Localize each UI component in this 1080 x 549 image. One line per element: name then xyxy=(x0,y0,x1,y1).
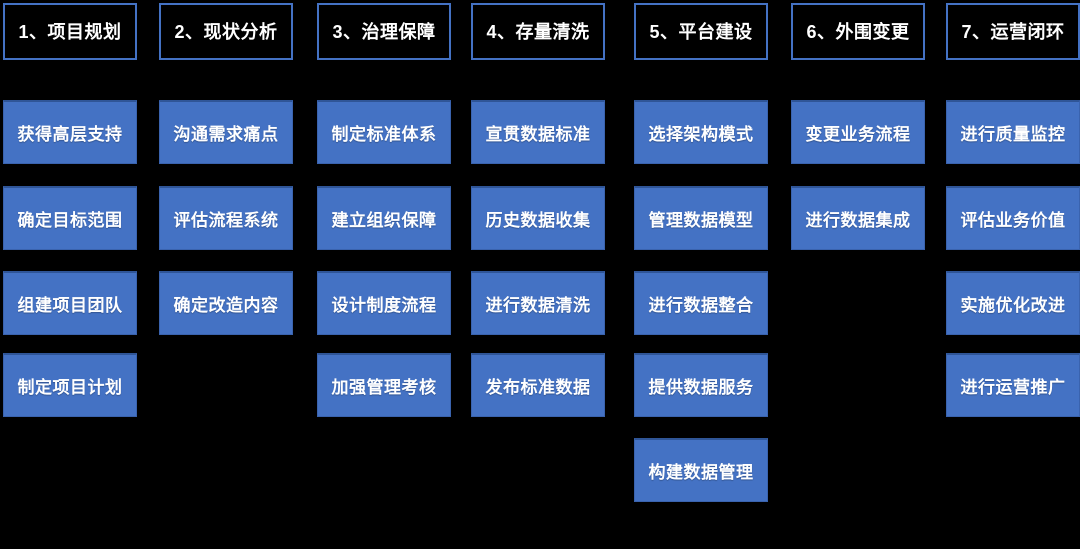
task-label: 构建数据管理 xyxy=(648,463,754,482)
task-label: 历史数据收集 xyxy=(485,211,591,230)
phase-column-7: 7、运营闭环进行质量监控评估业务价值实施优化改进进行运营推广 xyxy=(946,0,1080,549)
phase-header-label: 7、运营闭环 xyxy=(961,21,1065,42)
task-box[interactable]: 历史数据收集 xyxy=(471,186,605,250)
task-label: 组建项目团队 xyxy=(17,296,123,315)
task-box[interactable]: 选择架构模式 xyxy=(634,100,768,164)
phase-header-6[interactable]: 6、外围变更 xyxy=(791,3,925,60)
task-box[interactable]: 构建数据管理 xyxy=(634,438,768,502)
task-box[interactable]: 实施优化改进 xyxy=(946,271,1080,335)
task-label: 进行运营推广 xyxy=(960,378,1066,397)
phase-header-7[interactable]: 7、运营闭环 xyxy=(946,3,1080,60)
task-label: 加强管理考核 xyxy=(331,378,437,397)
task-box[interactable]: 建立组织保障 xyxy=(317,186,451,250)
task-label: 获得高层支持 xyxy=(17,125,123,144)
task-label: 设计制度流程 xyxy=(331,296,437,315)
phase-header-3[interactable]: 3、治理保障 xyxy=(317,3,451,60)
task-label: 实施优化改进 xyxy=(960,296,1066,315)
task-label: 制定项目计划 xyxy=(17,378,123,397)
task-label: 选择架构模式 xyxy=(648,125,754,144)
task-box[interactable]: 宣贯数据标准 xyxy=(471,100,605,164)
task-box[interactable]: 制定标准体系 xyxy=(317,100,451,164)
task-label: 宣贯数据标准 xyxy=(485,125,591,144)
task-box[interactable]: 进行数据整合 xyxy=(634,271,768,335)
task-label: 变更业务流程 xyxy=(805,125,911,144)
task-label: 沟通需求痛点 xyxy=(173,125,279,144)
phase-column-1: 1、项目规划获得高层支持确定目标范围组建项目团队制定项目计划 xyxy=(3,0,137,549)
phase-header-4[interactable]: 4、存量清洗 xyxy=(471,3,605,60)
task-box[interactable]: 评估业务价值 xyxy=(946,186,1080,250)
phase-column-6: 6、外围变更变更业务流程进行数据集成 xyxy=(791,0,925,549)
task-box[interactable]: 发布标准数据 xyxy=(471,353,605,417)
phase-header-1[interactable]: 1、项目规划 xyxy=(3,3,137,60)
phase-header-label: 1、项目规划 xyxy=(18,21,122,42)
phase-column-4: 4、存量清洗宣贯数据标准历史数据收集进行数据清洗发布标准数据 xyxy=(471,0,605,549)
phase-column-5: 5、平台建设选择架构模式管理数据模型进行数据整合提供数据服务构建数据管理 xyxy=(634,0,768,549)
task-label: 发布标准数据 xyxy=(485,378,591,397)
task-label: 确定改造内容 xyxy=(173,296,279,315)
task-box[interactable]: 管理数据模型 xyxy=(634,186,768,250)
task-label: 评估业务价值 xyxy=(960,211,1066,230)
task-box[interactable]: 提供数据服务 xyxy=(634,353,768,417)
phase-header-label: 4、存量清洗 xyxy=(486,21,590,42)
phase-header-label: 3、治理保障 xyxy=(332,21,436,42)
task-box[interactable]: 加强管理考核 xyxy=(317,353,451,417)
task-box[interactable]: 进行质量监控 xyxy=(946,100,1080,164)
task-box[interactable]: 设计制度流程 xyxy=(317,271,451,335)
task-label: 评估流程系统 xyxy=(173,211,279,230)
phase-header-label: 5、平台建设 xyxy=(649,21,753,42)
task-label: 进行数据清洗 xyxy=(485,296,591,315)
phase-header-2[interactable]: 2、现状分析 xyxy=(159,3,293,60)
task-box[interactable]: 制定项目计划 xyxy=(3,353,137,417)
phase-column-3: 3、治理保障制定标准体系建立组织保障设计制度流程加强管理考核 xyxy=(317,0,451,549)
task-box[interactable]: 获得高层支持 xyxy=(3,100,137,164)
task-label: 进行质量监控 xyxy=(960,125,1066,144)
phase-column-2: 2、现状分析沟通需求痛点评估流程系统确定改造内容 xyxy=(159,0,293,549)
task-box[interactable]: 确定改造内容 xyxy=(159,271,293,335)
task-label: 进行数据集成 xyxy=(805,211,911,230)
phase-header-label: 2、现状分析 xyxy=(174,21,278,42)
task-box[interactable]: 进行数据集成 xyxy=(791,186,925,250)
task-label: 确定目标范围 xyxy=(17,211,123,230)
task-box[interactable]: 确定目标范围 xyxy=(3,186,137,250)
task-box[interactable]: 进行数据清洗 xyxy=(471,271,605,335)
task-label: 制定标准体系 xyxy=(331,125,437,144)
phase-header-5[interactable]: 5、平台建设 xyxy=(634,3,768,60)
task-box[interactable]: 组建项目团队 xyxy=(3,271,137,335)
phase-header-label: 6、外围变更 xyxy=(806,21,910,42)
task-label: 进行数据整合 xyxy=(648,296,754,315)
task-label: 管理数据模型 xyxy=(648,211,754,230)
task-label: 提供数据服务 xyxy=(648,378,754,397)
task-box[interactable]: 变更业务流程 xyxy=(791,100,925,164)
task-box[interactable]: 进行运营推广 xyxy=(946,353,1080,417)
task-box[interactable]: 评估流程系统 xyxy=(159,186,293,250)
task-box[interactable]: 沟通需求痛点 xyxy=(159,100,293,164)
task-label: 建立组织保障 xyxy=(331,211,437,230)
